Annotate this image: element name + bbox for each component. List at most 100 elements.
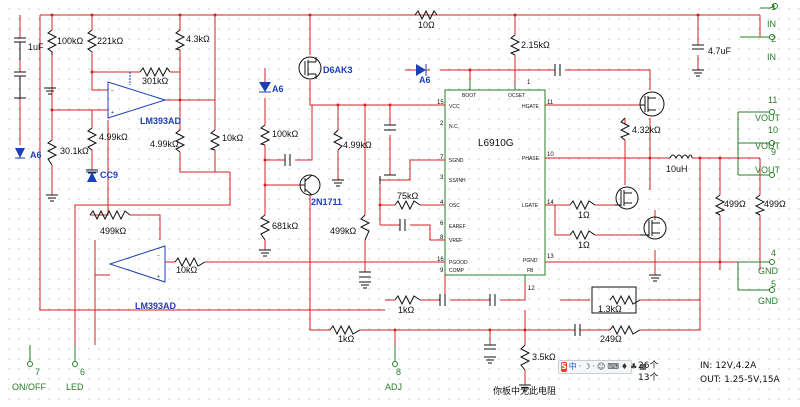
resistor-symbols xyxy=(46,9,766,371)
ic-pinnum-2: 2 xyxy=(440,121,444,127)
ic-name: L6910G xyxy=(478,138,514,149)
ic-pin-boot: BOOT xyxy=(462,93,476,99)
label-c47u: 4.7uF xyxy=(708,46,732,56)
conn-vout9-label: VOUT xyxy=(755,165,781,175)
conn-in2-label: IN xyxy=(767,52,776,62)
ic-pinnum-16: 16 xyxy=(437,257,444,263)
dot-icon[interactable]: · xyxy=(592,362,596,371)
ic-pin-vref: VREF xyxy=(449,238,462,244)
junction-dots xyxy=(50,13,722,332)
label-r10: 10Ω xyxy=(418,20,435,30)
chinese-mode-icon[interactable]: 中 xyxy=(568,362,577,371)
label-r10k-v: 10kΩ xyxy=(222,133,244,143)
punctuation-icon[interactable]: · xyxy=(578,362,582,371)
label-r681k: 681kΩ xyxy=(272,221,299,231)
skin-icon[interactable]: ♦ xyxy=(620,362,629,371)
label-r1k-b: 1kΩ xyxy=(338,334,355,344)
highlight-box xyxy=(591,286,637,314)
ic-pin-lgate: LGATE xyxy=(522,203,539,209)
label-diode-b: A6 xyxy=(272,84,284,94)
emoji-icon[interactable]: ☺ xyxy=(597,362,606,371)
label-comp2: LM393AD xyxy=(135,301,177,311)
label-zener: CC9 xyxy=(100,170,118,180)
mosfet-d6ak3 xyxy=(298,56,322,80)
svg-text:−: − xyxy=(111,88,114,94)
conn-gnd4-num: 4 xyxy=(771,248,776,258)
ic-pinnum-14: 14 xyxy=(547,200,554,206)
label-r499k-b: 4.99kΩ xyxy=(150,139,179,149)
ic-pin-osc: OSC xyxy=(449,203,460,209)
conn-adj-num: 8 xyxy=(396,367,401,377)
label-comp1: LM393AD xyxy=(140,116,182,126)
ic-pin-vcc: VCC xyxy=(449,104,460,110)
transistor-2n1711 xyxy=(299,174,321,196)
label-r100k-mid: 100kΩ xyxy=(272,129,299,139)
conn-onoff-label: ON/OFF xyxy=(12,382,46,392)
label-r43k: 4.3kΩ xyxy=(186,34,210,44)
note-input-spec: IN: 12V,4.2A xyxy=(700,361,757,371)
ime-toolbar[interactable]: S 中 · ☽ · ☺ ⌨ ♦ ♣ ▦ xyxy=(558,360,647,374)
label-r499-a: 499Ω xyxy=(724,199,746,209)
label-r499k-trim: 499kΩ xyxy=(330,226,357,236)
ic-text: L6910G BOOT VCC N.C. SGND SS/INH OSC EAR… xyxy=(437,80,554,292)
conn-in1-label: IN xyxy=(767,19,776,29)
conn-gnd5-num: 5 xyxy=(771,279,776,289)
label-r499-b: 499Ω xyxy=(764,199,786,209)
ic-pinnum-8: 8 xyxy=(440,235,444,241)
conn-vout10-label: VOUT xyxy=(755,141,781,151)
ic-pin-pgnd: PGND xyxy=(523,258,538,264)
ic-pin-ssinh: SS/INH xyxy=(449,178,466,184)
conn-in1-num: 1 xyxy=(771,2,776,12)
label-r301k-low: 30.1kΩ xyxy=(60,146,89,156)
label-r35k: 3.5kΩ xyxy=(532,352,556,362)
keyboard-icon[interactable]: ⌨ xyxy=(607,362,619,371)
ic-pin-sgnd: SGND xyxy=(449,158,464,164)
tool-icon[interactable]: ♣ xyxy=(630,362,638,371)
label-inductor: 10uH xyxy=(666,164,688,174)
svg-text:−: − xyxy=(157,253,160,259)
ic-pin-fb: FB xyxy=(527,268,534,274)
connector-circles xyxy=(27,3,778,367)
ic-pin-phase: PHASE xyxy=(522,156,540,162)
notes: IN: 12V,4.2A OUT: 1.25-5V,15A 26个 13个 你板… xyxy=(493,360,781,397)
ic-pinnum-15: 15 xyxy=(437,100,444,106)
note-output-spec: OUT: 1.25-5V,15A xyxy=(700,375,781,385)
mosfet-low-side-2 xyxy=(640,216,667,240)
conn-adj-label: ADJ xyxy=(385,382,402,392)
conn-gnd5-label: GND xyxy=(758,296,779,306)
ic-pin-hgate: HGATE xyxy=(522,104,540,110)
sogou-logo-icon[interactable]: S xyxy=(561,362,567,372)
ic-pinnum-11: 11 xyxy=(547,100,554,106)
ic-pin-pgood: PGOOD xyxy=(449,260,468,266)
wires xyxy=(19,14,761,385)
ic-pinnum-13: 13 xyxy=(547,254,554,260)
label-r13k: 1.3kΩ xyxy=(598,304,622,314)
note-count-a: 26个 xyxy=(638,360,658,371)
label-r221k: 221kΩ xyxy=(97,36,124,46)
ic-pin-ocset: OCSET xyxy=(508,93,525,99)
note-count-b: 13个 xyxy=(638,372,658,383)
label-transistor: 2N1711 xyxy=(311,197,342,207)
diode-a6-mid xyxy=(259,82,271,93)
ic-pinnum-4: 4 xyxy=(440,200,444,206)
label-r100k: 100kΩ xyxy=(57,36,84,46)
component-labels: 10Ω 100kΩ 221kΩ 4.3kΩ 301kΩ 4.99kΩ 4.99k… xyxy=(28,20,786,362)
capacitor-symbols xyxy=(14,37,704,350)
label-r1k-a: 1kΩ xyxy=(398,305,415,315)
ic-pinnum-12: 12 xyxy=(528,286,535,292)
grid-icon[interactable]: ▦ xyxy=(639,362,647,371)
conn-vout10-num: 10 xyxy=(768,125,778,135)
ic-pinnum-9: 9 xyxy=(440,268,444,274)
ground-symbols xyxy=(14,69,704,392)
ic-pin-earef: EAREF xyxy=(449,224,466,230)
label-r499k-op2: 499kΩ xyxy=(100,226,127,236)
moon-icon[interactable]: ☽ xyxy=(583,362,591,371)
connector-lines xyxy=(29,5,776,362)
label-r215k: 2.15kΩ xyxy=(521,40,550,50)
label-r10k-h: 10kΩ xyxy=(176,265,198,275)
ic-pinnum-6: 6 xyxy=(440,221,444,227)
diode-a6-left xyxy=(15,148,25,159)
label-r499k-a: 4.99kΩ xyxy=(99,132,128,142)
